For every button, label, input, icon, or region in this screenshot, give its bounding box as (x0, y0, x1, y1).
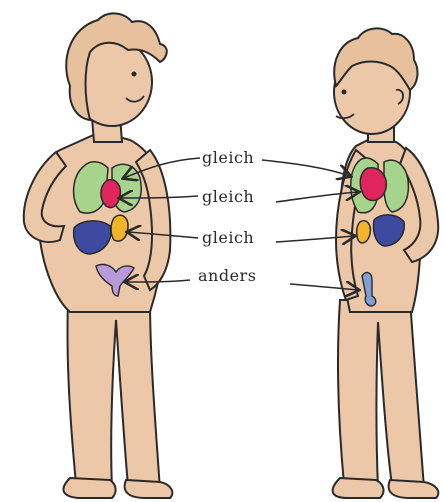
right-figure-left-foot (333, 478, 384, 498)
label-gleich-heart: gleich (200, 187, 256, 207)
left-figure (24, 13, 173, 498)
right-figure-stomach (357, 221, 371, 243)
right-figure-heart (360, 168, 386, 201)
right-figure-legs (338, 300, 424, 488)
left-figure-legs (67, 300, 160, 490)
label-gleich-organs: gleich (200, 228, 256, 248)
left-figure-stomach (111, 215, 128, 241)
left-figure-eye (132, 72, 137, 77)
right-figure-right-foot (389, 480, 439, 498)
left-figure-left-foot (63, 478, 115, 498)
label-gleich-lungs: gleich (200, 148, 256, 168)
right-figure-eye (342, 90, 347, 95)
left-figure-right-foot (125, 480, 173, 498)
right-figure (333, 28, 439, 498)
arrow-1-right (262, 160, 350, 176)
left-figure-heart (101, 180, 120, 208)
label-anders-reproductive: anders (196, 266, 258, 286)
